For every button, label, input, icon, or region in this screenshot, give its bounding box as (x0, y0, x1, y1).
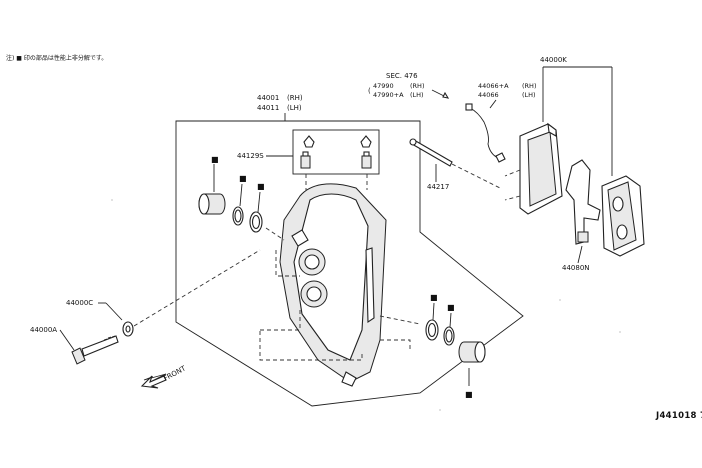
caliper-label[interactable]: 44001 (RH) 44011 (LH) (257, 94, 303, 121)
non-disassemble-note: 注) ■ 印の部品は性能上非分解です。 (6, 54, 107, 62)
bleeder-cap-1 (303, 135, 315, 148)
svg-text:(RH): (RH) (410, 82, 424, 90)
inner-brake-pad (519, 122, 563, 215)
piston-left (198, 193, 226, 215)
bleeder-cap-2 (360, 135, 372, 148)
svg-text:■: ■ (239, 174, 247, 183)
front-label: FRONT (162, 364, 188, 383)
bleeder-screw-group[interactable]: 44129S (237, 129, 380, 190)
svg-text:■: ■ (465, 390, 473, 399)
svg-text:■: ■ (430, 293, 438, 302)
sec-ref-title: SEC. 476 (386, 72, 418, 80)
pad-kit-group[interactable]: 44000K (540, 56, 613, 176)
svg-text:(LH): (LH) (522, 91, 536, 99)
washer-label: 44000C (66, 299, 93, 307)
section-reference[interactable]: SEC. 476 ( 47990 (RH) 47990+A (LH) (368, 72, 450, 99)
svg-text:(RH): (RH) (522, 82, 536, 90)
piston-right (458, 341, 486, 363)
svg-text:44066+A: 44066+A (478, 82, 509, 90)
pad-kit-label: 44000K (540, 56, 567, 64)
svg-text:(LH): (LH) (287, 104, 302, 112)
wear-sensor-wire (469, 107, 499, 159)
seal-ring-right-1 (425, 319, 439, 341)
svg-text:■: ■ (211, 155, 219, 164)
pad-pin-part[interactable]: 44217 (409, 138, 453, 191)
bleeder-callout-box (292, 129, 380, 175)
bolt-part[interactable]: 44000A (30, 326, 119, 365)
left-piston-stack: ■ ■ ■ (198, 155, 265, 233)
right-piston-stack: ■ ■ ■ (425, 293, 486, 399)
bolt-label: 44000A (30, 326, 57, 334)
pin-label: 44217 (427, 183, 449, 191)
outer-brake-pad (601, 175, 645, 257)
diagram-reference-code: J441018 7 (655, 411, 702, 421)
svg-text:44066: 44066 (478, 91, 499, 99)
wear-sensor-group[interactable]: 44066+A (RH) 44066 (LH) (465, 82, 536, 163)
svg-text:■: ■ (447, 303, 455, 312)
seal-ring-right-2 (443, 326, 455, 346)
svg-text:47990+A: 47990+A (373, 91, 404, 99)
svg-text:(LH): (LH) (410, 91, 424, 99)
svg-text:(RH): (RH) (287, 94, 303, 102)
shim-label: 44080N (562, 264, 590, 272)
caliper-body (279, 183, 387, 387)
seal-ring-left-1 (232, 206, 244, 226)
front-direction-indicator: FRONT (140, 364, 188, 389)
svg-text:44001: 44001 (257, 94, 279, 102)
svg-text:(: ( (368, 87, 371, 95)
washer-part[interactable]: 44000C (66, 299, 134, 337)
bleeder-screw-1 (300, 151, 311, 169)
bleeder-screw-2 (361, 151, 372, 169)
shim-part[interactable]: 44080N (562, 159, 601, 272)
svg-text:47990: 47990 (373, 82, 394, 90)
svg-text:■: ■ (257, 182, 265, 191)
bleeder-label: 44129S (237, 152, 264, 160)
front-arrow-icon (140, 375, 167, 389)
seal-ring-left-2 (249, 211, 263, 233)
svg-text:44011: 44011 (257, 104, 279, 112)
